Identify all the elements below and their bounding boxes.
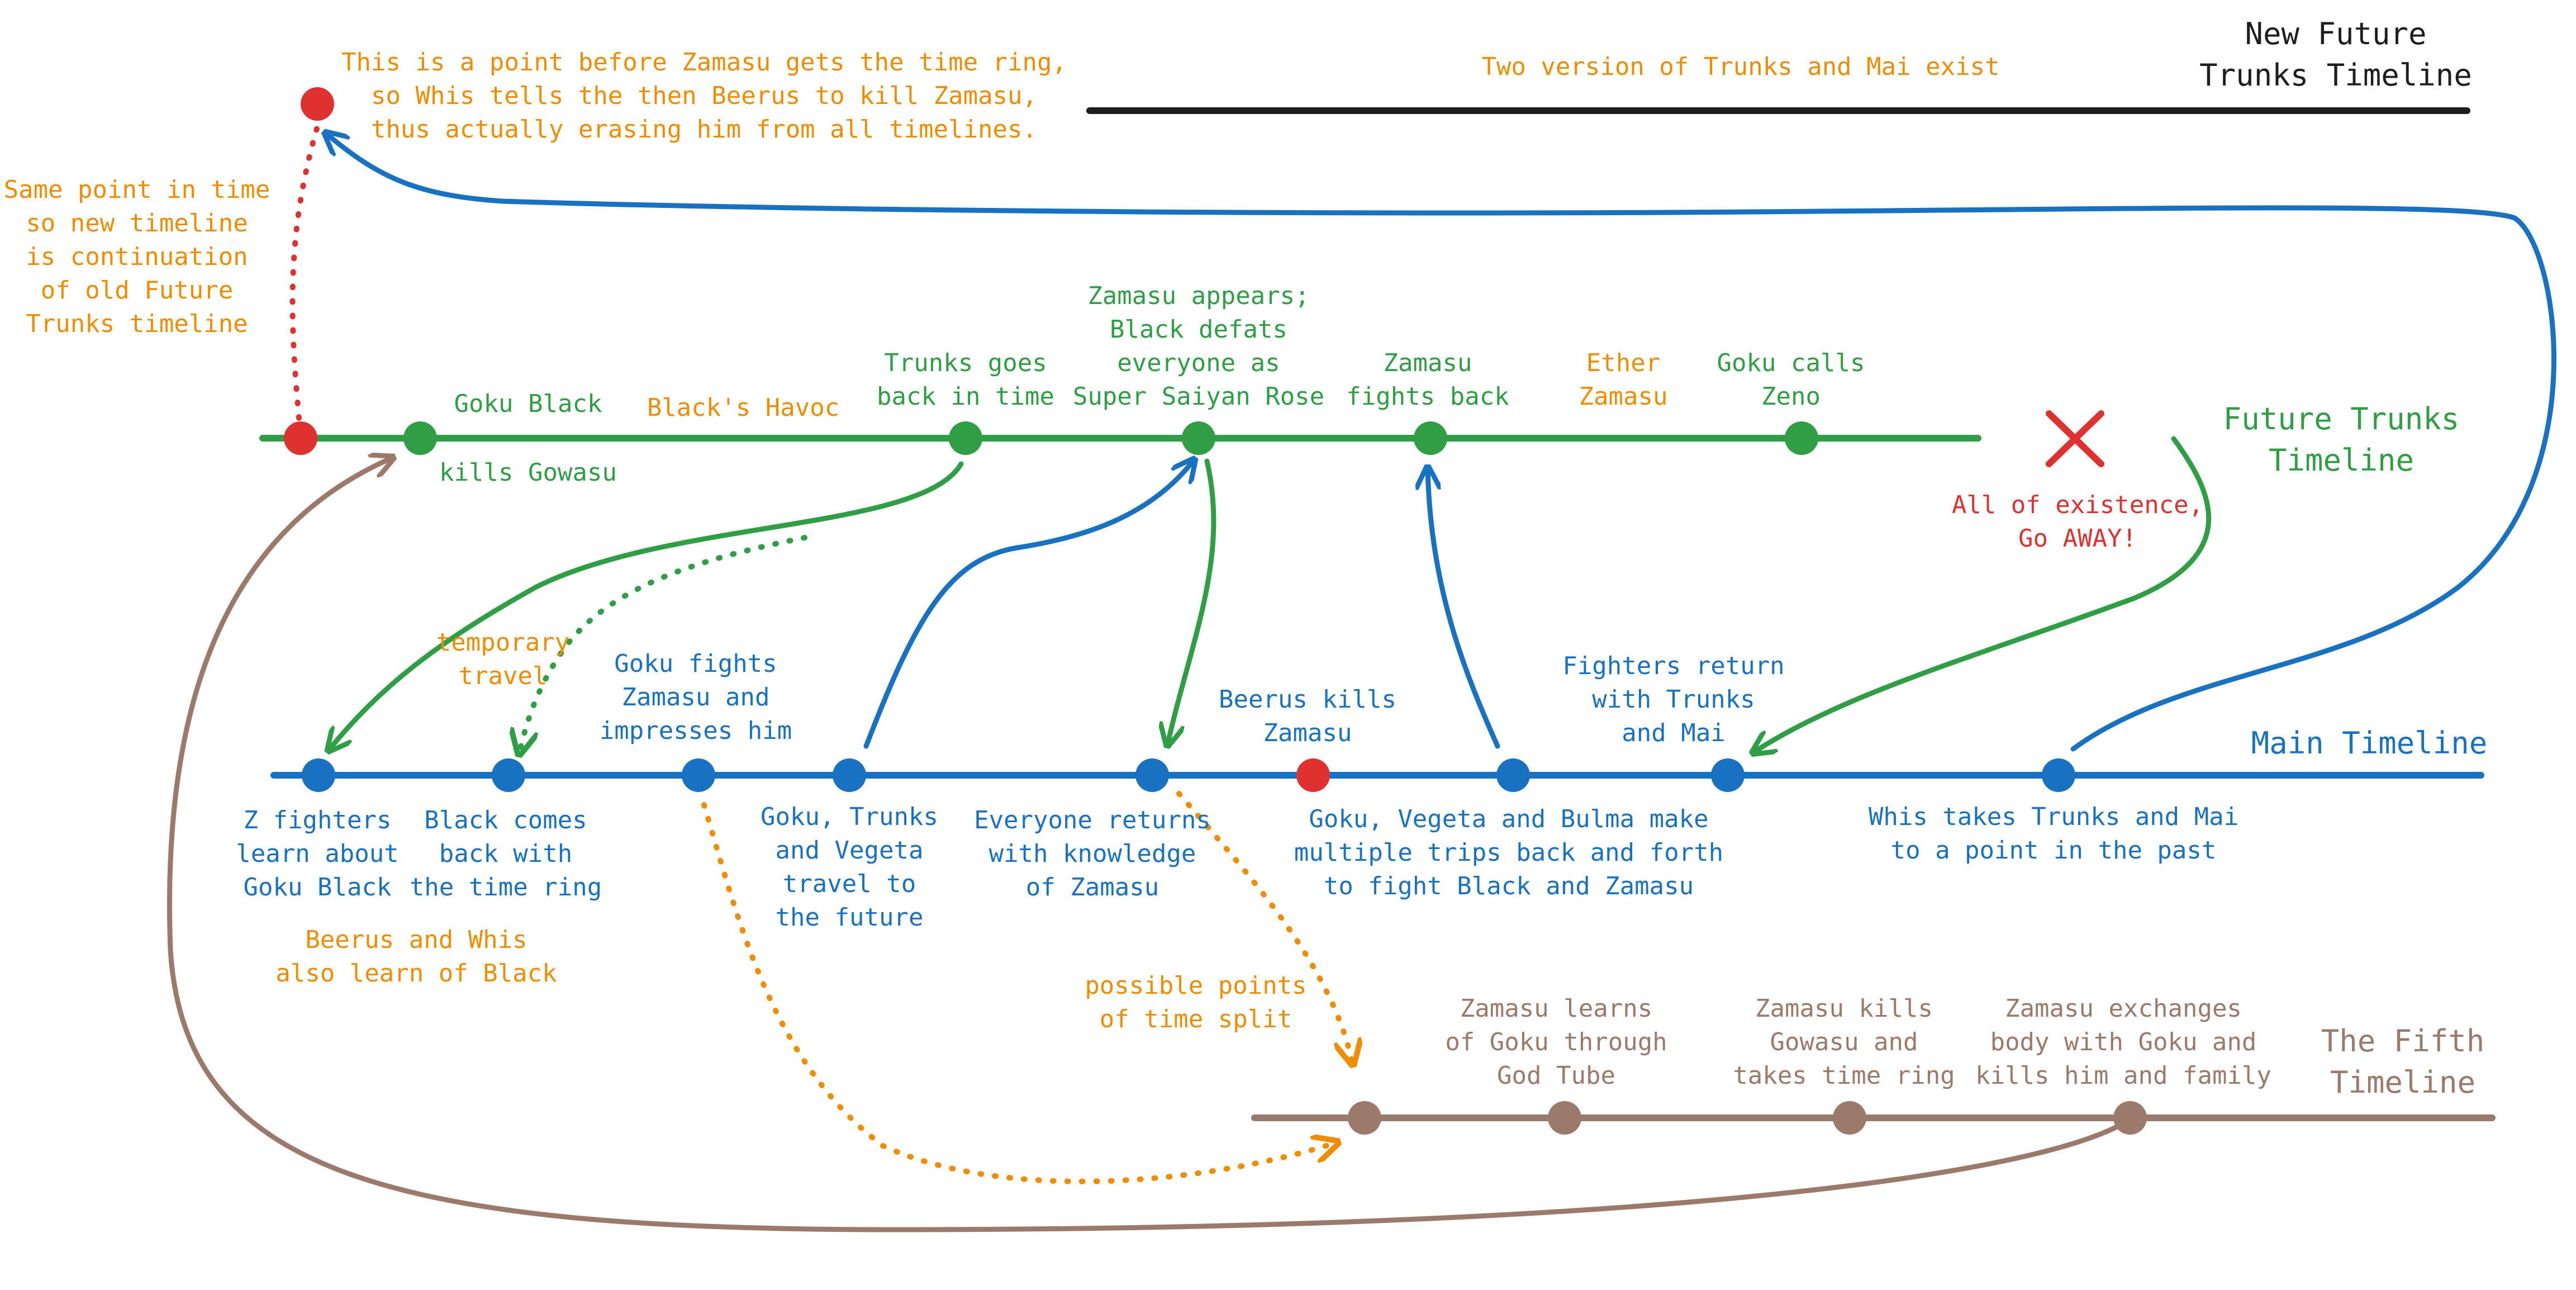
arrow-trips-to-future	[1428, 469, 1500, 749]
note-temporary-travel: temporary travel	[436, 628, 570, 690]
x-mark-icon	[2046, 410, 2104, 467]
note-possible-split: possible points of time split	[1085, 971, 1307, 1033]
arrow-trunks-to-past	[330, 461, 964, 749]
node-new-timeline-start	[301, 87, 334, 121]
node-fifth-split	[1348, 1101, 1381, 1135]
label-zamasu-exchanges: Zamasu exchanges body with Goku and kill…	[1975, 994, 2271, 1090]
node-goku-fights-zamasu	[682, 758, 715, 792]
label-zamasu-appears: Zamasu appears; Black defats everyone as…	[1072, 282, 1325, 411]
arrow-fifth-to-future	[167, 458, 2126, 1232]
node-beerus-kills	[1296, 758, 1330, 792]
label-travel-to-future: Goku, Trunks and Vegeta travel to the fu…	[761, 803, 938, 932]
label-multiple-trips: Goku, Vegeta and Bulma make multiple tri…	[1294, 805, 1724, 900]
note-two-versions: Two version of Trunks and Mai exist	[1481, 53, 2000, 81]
label-zamasu-kills-gowasu: Zamasu kills Gowasu and takes time ring	[1733, 994, 1955, 1090]
node-future-start	[284, 421, 317, 455]
label-ether-zamasu: Ether Zamasu	[1579, 349, 1668, 411]
title-fifth-timeline: The Fifth Timeline	[2321, 1023, 2485, 1100]
label-z-fighters-learn: Z fighters learn about Goku Black	[236, 806, 399, 902]
node-goku-black	[403, 421, 437, 455]
label-blacks-havoc: Black's Havoc	[647, 393, 840, 422]
node-trunks-goes-back	[949, 421, 982, 455]
label-beerus-kills: Beerus kills Zamasu	[1219, 685, 1396, 747]
label-everyone-returns: Everyone returns with knowledge of Zamas…	[974, 806, 1211, 902]
arrow-return-with-knowledge	[1168, 458, 1216, 743]
node-everyone-returns	[1135, 758, 1169, 792]
label-whis-takes: Whis takes Trunks and Mai to a point in …	[1868, 803, 2239, 865]
node-whis-takes	[2042, 758, 2075, 792]
arrow-travel-to-future	[863, 461, 1193, 749]
label-trunks-goes-back: Trunks goes back in time	[877, 349, 1054, 411]
note-existence-gone: All of existence, Go AWAY!	[1951, 491, 2204, 553]
node-goku-calls-zeno	[1785, 421, 1818, 455]
label-goku-fights-zamasu: Goku fights Zamasu and impresses him	[599, 649, 792, 745]
note-same-point: Same point in time so new timeline is co…	[3, 176, 270, 338]
node-black-comes-back	[492, 758, 525, 792]
label-goku-black: Goku Black	[454, 390, 602, 418]
node-zamasu-fights-back	[1414, 421, 1447, 455]
dotted-split-arrow-a	[701, 802, 1335, 1184]
label-zamasu-fights-back: Zamasu fights back	[1346, 349, 1509, 411]
node-travel-to-future	[833, 758, 866, 792]
title-future-trunks-timeline: Future Trunks Timeline	[2223, 401, 2460, 478]
node-zamasu-exchanges	[2113, 1101, 2147, 1135]
arrow-fighters-return	[1755, 436, 2211, 752]
node-zamasu-learns	[1548, 1101, 1581, 1135]
node-zamasu-kills-gowasu	[1833, 1101, 1866, 1135]
label-fighters-return: Fighters return with Trunks and Mai	[1562, 652, 1785, 747]
dotted-split-arrow-b	[1176, 791, 1352, 1062]
note-zamasu-erased: This is a point before Zamasu gets the t…	[341, 48, 1067, 144]
node-multiple-trips	[1496, 758, 1530, 792]
label-zamasu-learns: Zamasu learns of Goku through God Tube	[1445, 994, 1667, 1090]
node-fighters-return	[1711, 758, 1745, 792]
label-kills-gowasu: kills Gowasu	[439, 458, 617, 487]
node-z-fighters-learn	[302, 758, 335, 792]
arrow-whis-to-past	[327, 134, 2556, 752]
title-main-timeline: Main Timeline	[2251, 725, 2488, 761]
note-beerus-whis-learn: Beerus and Whis also learn of Black	[275, 926, 557, 988]
label-black-comes-back: Black comes back with the time ring	[409, 806, 602, 902]
node-zamasu-appears	[1182, 421, 1215, 455]
dotted-same-point	[289, 120, 321, 421]
label-goku-calls-zeno: Goku calls Zeno	[1717, 349, 1865, 411]
dotted-temporary-travel	[520, 535, 807, 752]
title-new-future-timeline: New Future Trunks Timeline	[2199, 16, 2472, 93]
